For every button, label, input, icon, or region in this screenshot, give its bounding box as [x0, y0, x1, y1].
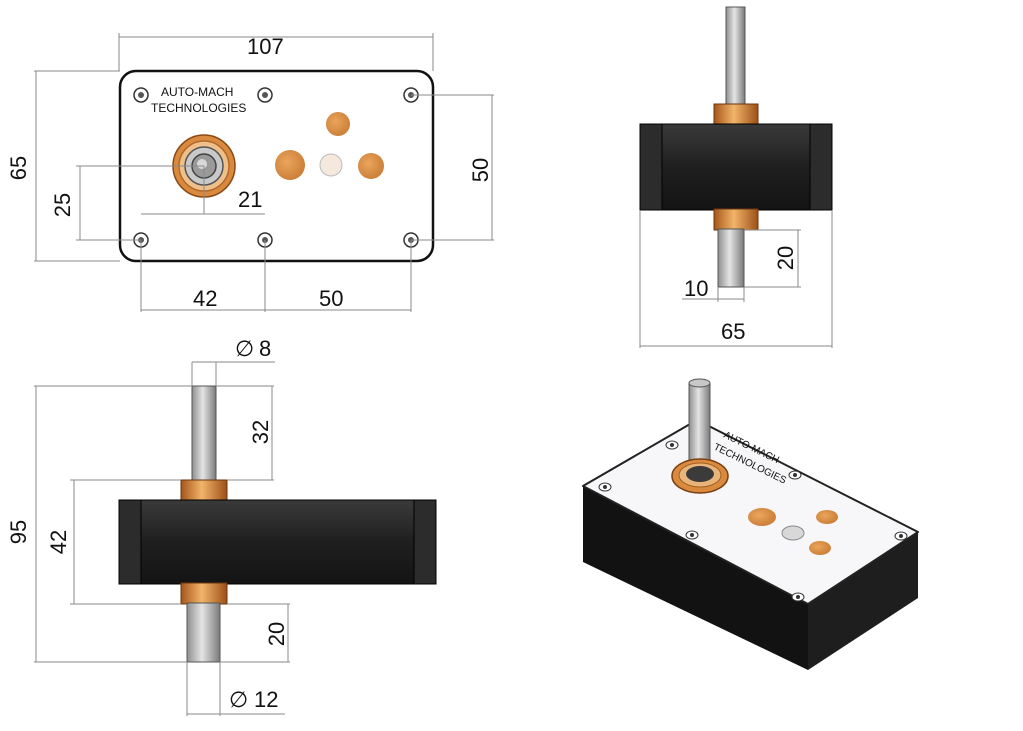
- dim-hole-spacing-50: 50: [319, 286, 343, 311]
- iso-center-hole-icon: [781, 525, 805, 541]
- dim-top-shaft-length-32: 32: [248, 420, 273, 444]
- top-shaft: [725, 6, 746, 108]
- iso-bearing-icon: [671, 458, 729, 494]
- side-bottom-dimension-lines: [34, 361, 290, 716]
- white-pin-icon: [319, 153, 343, 177]
- dim-top-shaft-dia-8: 8: [259, 336, 271, 361]
- body-block: [639, 123, 833, 211]
- dim-width-65: 65: [721, 319, 745, 344]
- mount-hole-top-left-icon: [133, 87, 149, 103]
- iso-mount-holes: [598, 440, 908, 602]
- dim-body-height-42: 42: [46, 530, 71, 554]
- dim-bottom-shaft-length-20: 20: [264, 622, 289, 646]
- bronze-pin-left-icon: [275, 150, 305, 180]
- dim-overall-height-95: 95: [6, 520, 31, 544]
- dim-height-65: 65: [6, 156, 31, 180]
- bottom-shaft-side: [186, 602, 221, 663]
- body-block-side: [118, 499, 437, 585]
- bottom-bearing: [713, 208, 759, 231]
- iso-body-front: [583, 486, 808, 670]
- side-top-dimension-lines: [639, 210, 833, 348]
- front-dimension-lines: [34, 33, 494, 312]
- top-bearing: [713, 103, 759, 126]
- dim-shaft-length-20: 20: [773, 246, 798, 270]
- top-shaft-side: [191, 385, 217, 483]
- dim-hole-spacing-vertical-50: 50: [468, 158, 493, 182]
- dim-width-107: 107: [247, 34, 284, 59]
- top-bearing-side: [180, 479, 228, 502]
- iso-bronze-pin-2-icon: [816, 510, 838, 524]
- dim-shaft-height-25: 25: [50, 193, 75, 217]
- dim-shaft-dia-10: 10: [684, 276, 708, 301]
- bronze-pin-top-icon: [326, 112, 350, 136]
- iso-shaft: [688, 382, 711, 470]
- side-view-top: 20 10 65: [639, 6, 833, 348]
- dim-shaft-offset-21: 21: [238, 187, 262, 212]
- dim-bottom-shaft-dia-12: 12: [254, 687, 278, 712]
- mount-hole-top-mid-icon: [257, 87, 273, 103]
- bottom-shaft: [717, 228, 745, 288]
- iso-bronze-pin-3-icon: [809, 541, 831, 555]
- iso-bronze-pin-1-icon: [748, 508, 776, 526]
- logo-line1: AUTO-MACH: [161, 85, 233, 99]
- front-view: AUTO-MACH TECHNOLOGIES: [6, 33, 494, 312]
- dia-symbol-bottom: ∅: [229, 687, 248, 712]
- iso-body-right: [808, 532, 918, 670]
- dia-symbol-top: ∅: [235, 336, 254, 361]
- side-view-bottom: ∅ 8 95 32 42 20 ∅ 12: [6, 336, 437, 716]
- dim-hole-spacing-42: 42: [193, 286, 217, 311]
- isometric-view: AUTO-MACH TECHNOLOGIES: [582, 378, 919, 670]
- logo-line2: TECHNOLOGIES: [151, 101, 246, 115]
- bottom-bearing-side: [180, 582, 228, 605]
- bronze-pin-right-icon: [358, 153, 384, 179]
